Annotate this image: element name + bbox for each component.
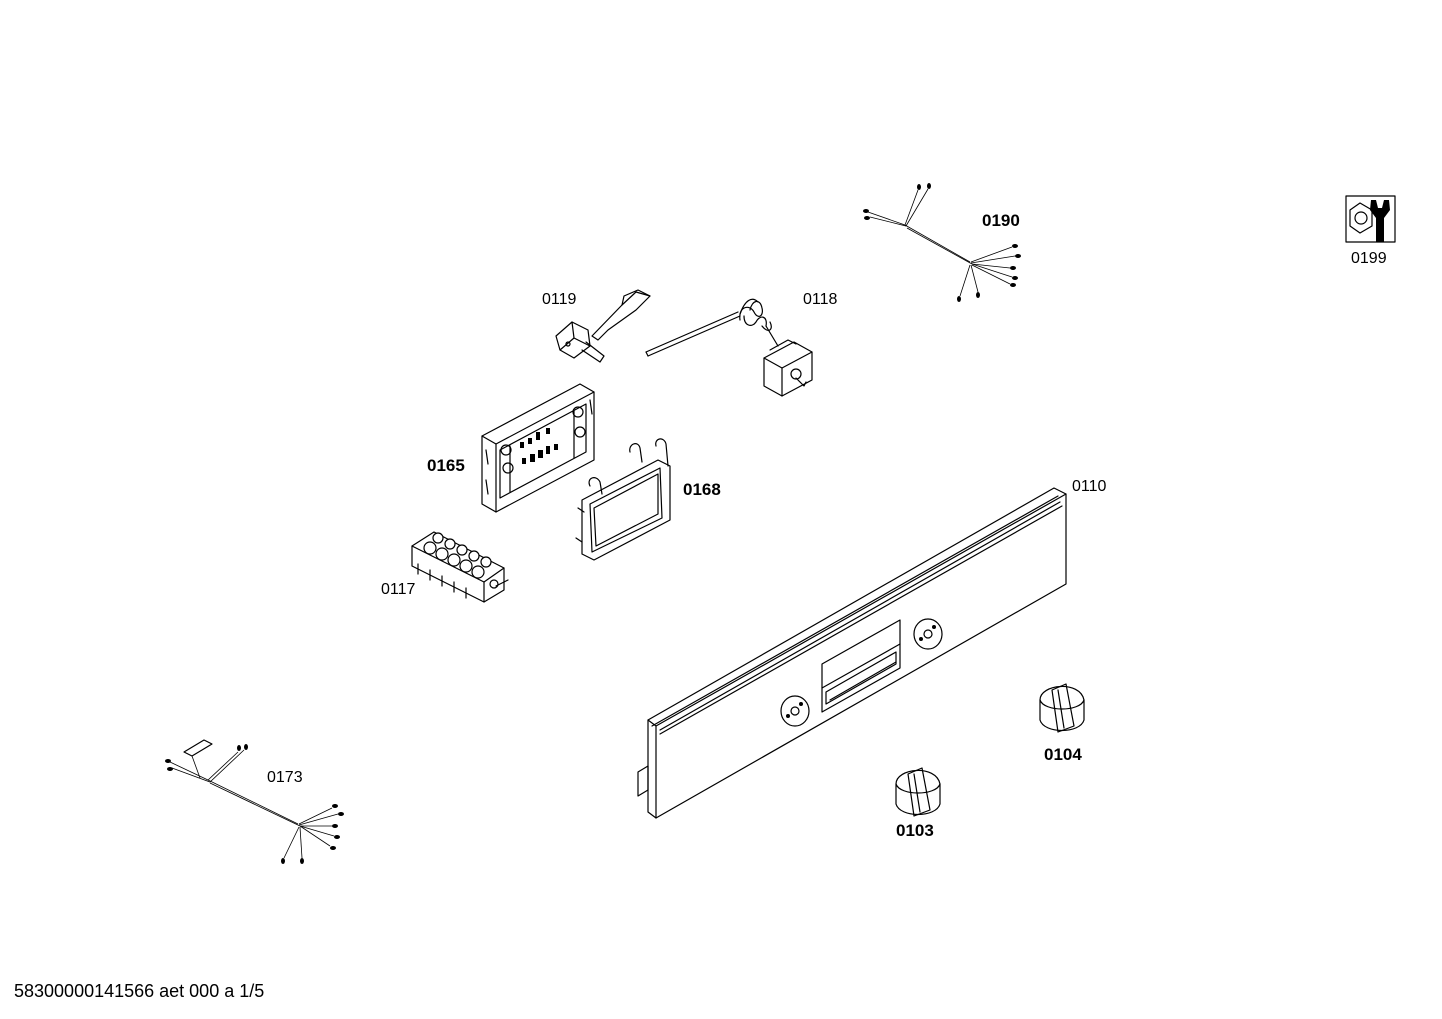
part-label-0199: 0199 bbox=[1351, 250, 1387, 267]
part-label-0104: 0104 bbox=[1044, 745, 1082, 764]
part-label-0173: 0173 bbox=[267, 769, 303, 786]
part-label-0165: 0165 bbox=[427, 456, 465, 475]
part-0118-thermostat[interactable] bbox=[645, 298, 813, 397]
panel-knob-hole-right bbox=[913, 618, 943, 650]
part-label-0110: 0110 bbox=[1072, 478, 1107, 495]
wrench-nut-icon bbox=[1345, 195, 1396, 243]
part-0104-knob[interactable] bbox=[1039, 683, 1085, 733]
part-0173-wire-harness[interactable] bbox=[165, 739, 344, 864]
part-label-0119: 0119 bbox=[542, 291, 577, 308]
part-0117-terminal-block[interactable] bbox=[411, 531, 509, 603]
part-0103-knob[interactable] bbox=[895, 767, 941, 817]
part-0119-bracket[interactable] bbox=[555, 289, 651, 363]
part-label-0118: 0118 bbox=[803, 291, 838, 308]
part-label-0190: 0190 bbox=[982, 211, 1020, 230]
part-0168-frame[interactable] bbox=[575, 438, 671, 561]
part-0165-module[interactable] bbox=[481, 383, 595, 513]
document-id: 58300000141566 aet 000 a 1/5 bbox=[14, 981, 265, 1001]
part-0190-wire-harness[interactable] bbox=[863, 183, 1021, 302]
part-label-0103: 0103 bbox=[896, 821, 934, 840]
panel-knob-hole-left bbox=[780, 695, 810, 727]
part-label-0168: 0168 bbox=[683, 480, 721, 499]
part-0110-control-panel[interactable] bbox=[637, 487, 1067, 819]
part-label-0117: 0117 bbox=[381, 581, 416, 598]
